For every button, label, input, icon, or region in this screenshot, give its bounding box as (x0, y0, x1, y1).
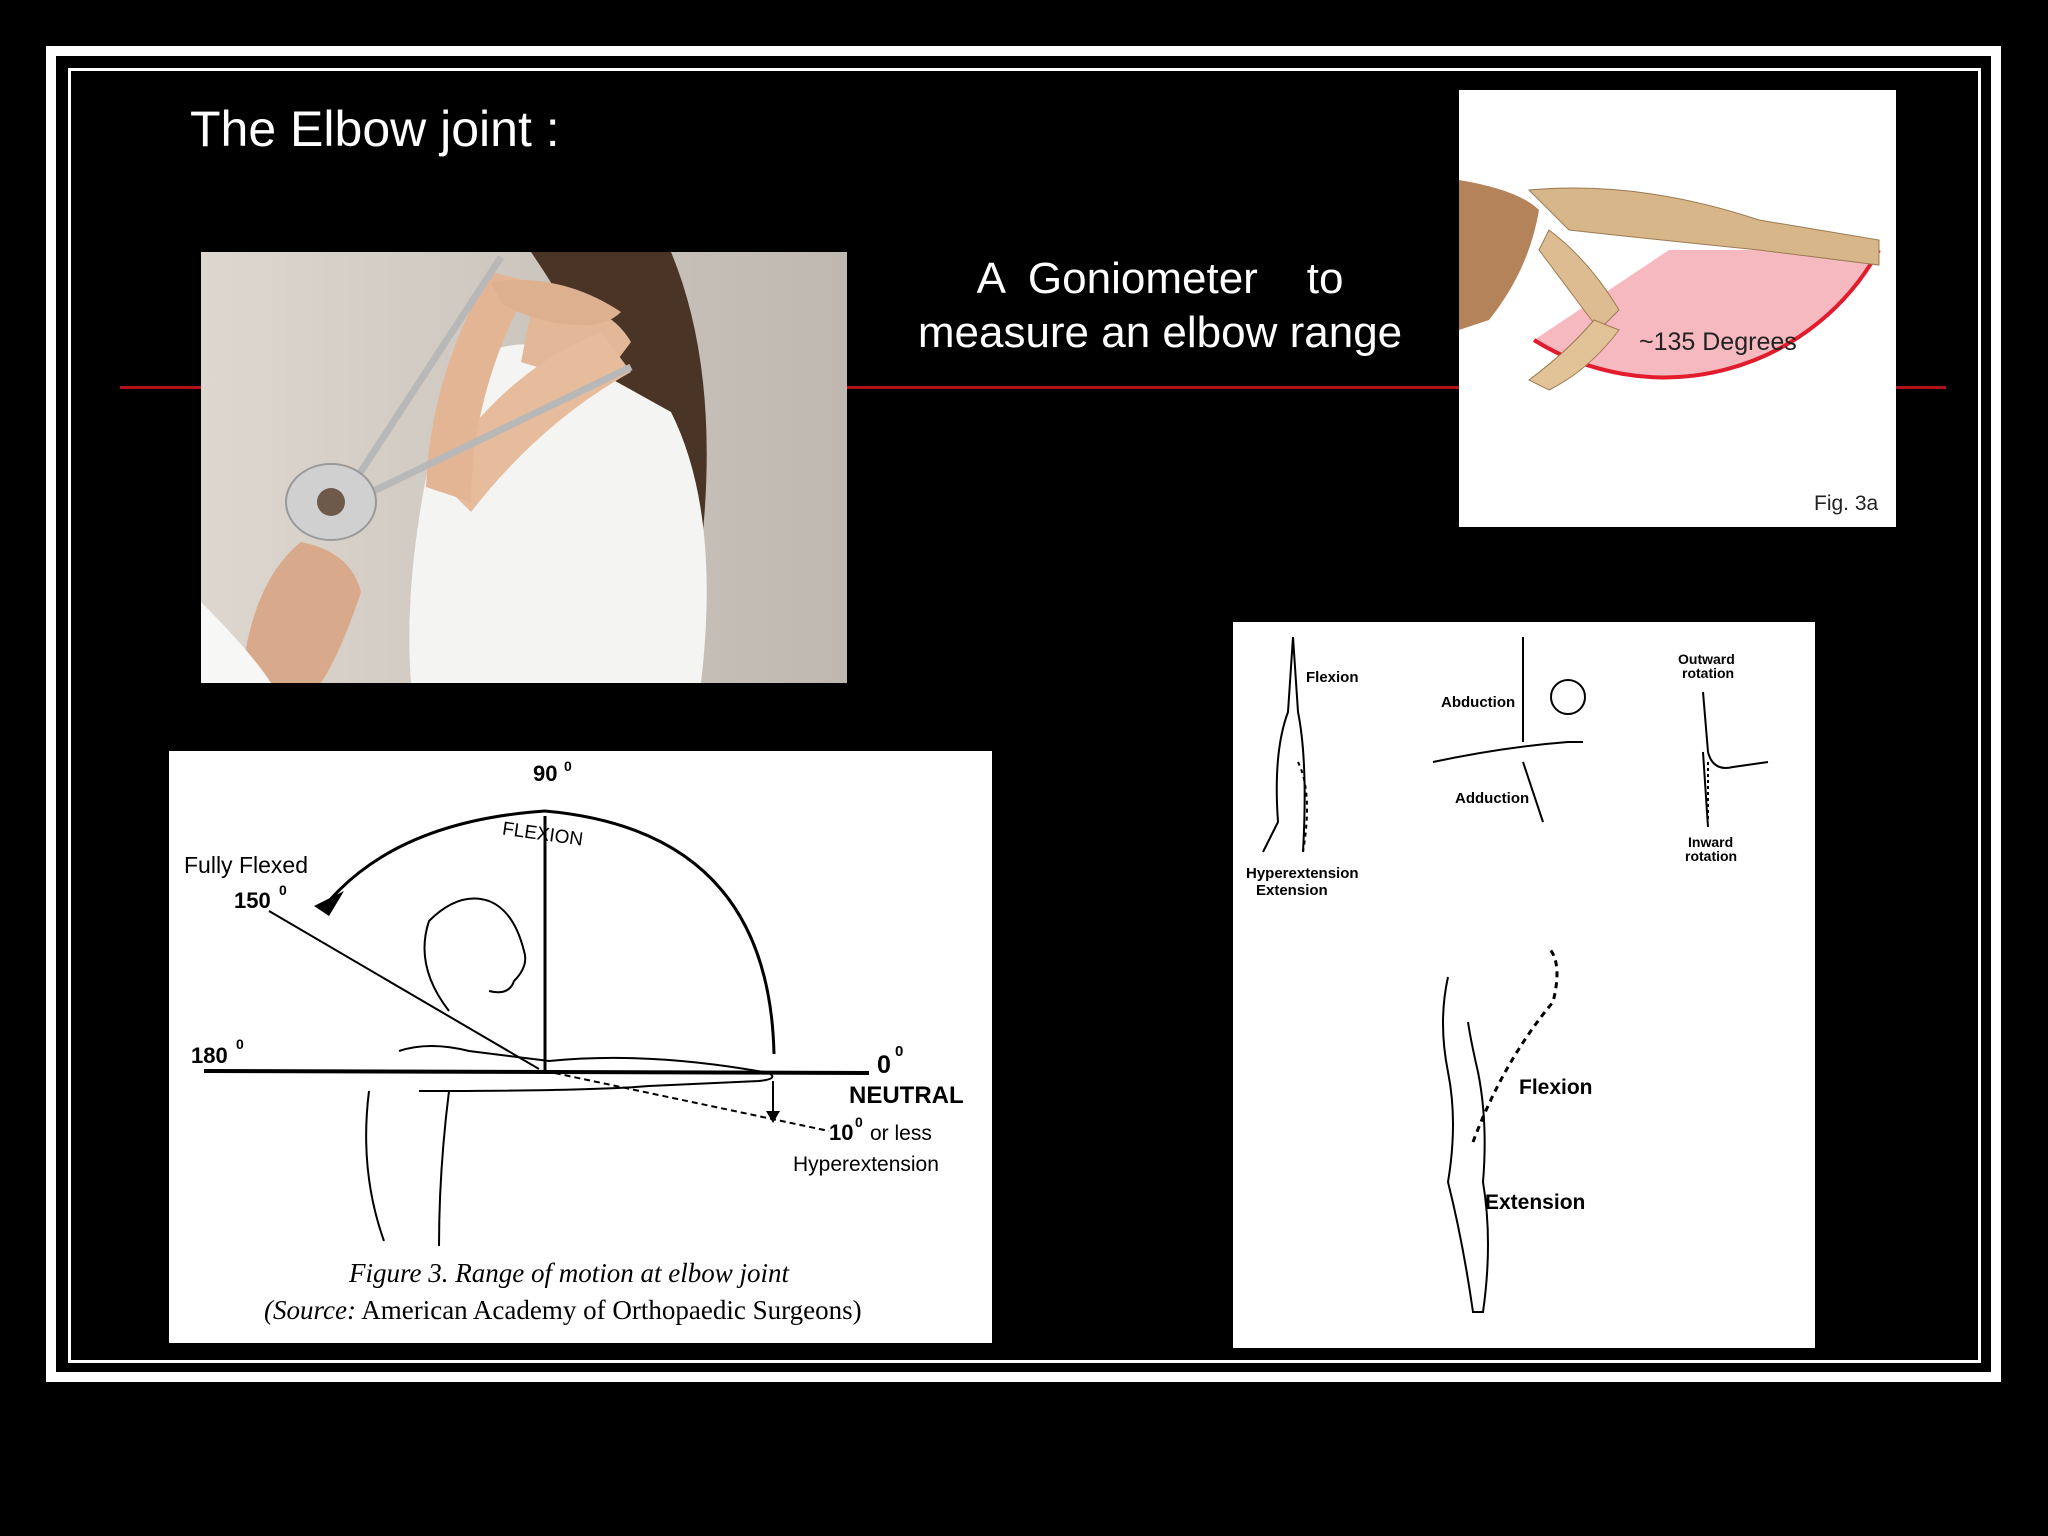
rotation-label-1: rotation (1682, 665, 1734, 681)
fully-flexed-label: Fully Flexed (184, 852, 308, 878)
angle-0-label: 0 (877, 1051, 891, 1079)
angle-180-label: 180 (191, 1043, 228, 1068)
slide-inner-border (68, 68, 1981, 1363)
neutral-label: NEUTRAL (849, 1082, 964, 1109)
angle-90-degree-mark: 0 (564, 758, 572, 774)
flexion-bottom-label: Flexion (1519, 1076, 1593, 1099)
caption-line-2: measure an elbow range (917, 308, 1403, 357)
extension-top-label: Extension (1256, 882, 1328, 899)
hyperextension-top-label: Hyperextension (1246, 865, 1359, 882)
figure-3-panel: 90 0 FLEXION Fully Flexed 150 0 180 0 0 … (169, 751, 992, 1343)
fig-3a-panel: ~135 Degrees Fig. 3a (1459, 90, 1896, 527)
angle-10-label: 10 (829, 1120, 853, 1145)
slide-title: The Elbow joint : (190, 101, 560, 157)
goniometer-photo (201, 252, 847, 683)
outward-label: Outward (1678, 651, 1735, 667)
fig-3a-degrees-label: ~135 Degrees (1639, 328, 1797, 356)
caption-source-italic: (Source: (264, 1295, 356, 1325)
figure-3-caption-line-1: Figure 3. Range of motion at elbow joint (348, 1258, 790, 1288)
goniometer-photo-illustration (201, 252, 707, 683)
figure-3-caption-line-2: (Source: American Academy of Orthopaedic… (264, 1295, 862, 1325)
fig-3a-figure-label: Fig. 3a (1814, 492, 1879, 515)
goniometer-caption: A Goniometer to measure an elbow range (880, 252, 1440, 360)
arm-movements-panel: Flexion Hyperextension Extension Abducti… (1233, 622, 1815, 1348)
angle-150-label: 150 (234, 888, 271, 913)
flexion-top-label: Flexion (1306, 669, 1359, 686)
fig-3a-illustration: ~135 Degrees Fig. 3a (1459, 180, 1881, 515)
abduction-label: Abduction (1441, 694, 1515, 711)
angle-180-degree-mark: 0 (236, 1036, 244, 1052)
arm-movements-diagram: Flexion Hyperextension Extension Abducti… (1246, 636, 1769, 1313)
inward-label: Inward (1688, 834, 1733, 850)
caption-source-rest: American Academy of Orthopaedic Surgeons… (356, 1295, 862, 1325)
angle-10-degree-mark: 0 (855, 1114, 863, 1130)
angle-150-degree-mark: 0 (279, 882, 287, 898)
red-divider-line (120, 386, 1946, 389)
angle-90-label: 90 (533, 761, 557, 786)
caption-line-1: A Goniometer to (976, 254, 1344, 303)
angle-0-degree-mark: 0 (895, 1043, 903, 1060)
flexion-arc-label: FLEXION (501, 819, 584, 851)
slide-outer-border (46, 46, 2001, 1382)
rotation-label-2: rotation (1685, 848, 1737, 864)
hyperextension-label: Hyperextension (793, 1153, 939, 1176)
or-less-label: or less (870, 1122, 932, 1145)
figure-3-diagram: 90 0 FLEXION Fully Flexed 150 0 180 0 0 … (184, 758, 964, 1325)
extension-bottom-label: Extension (1485, 1191, 1585, 1214)
adduction-label: Adduction (1455, 790, 1529, 807)
